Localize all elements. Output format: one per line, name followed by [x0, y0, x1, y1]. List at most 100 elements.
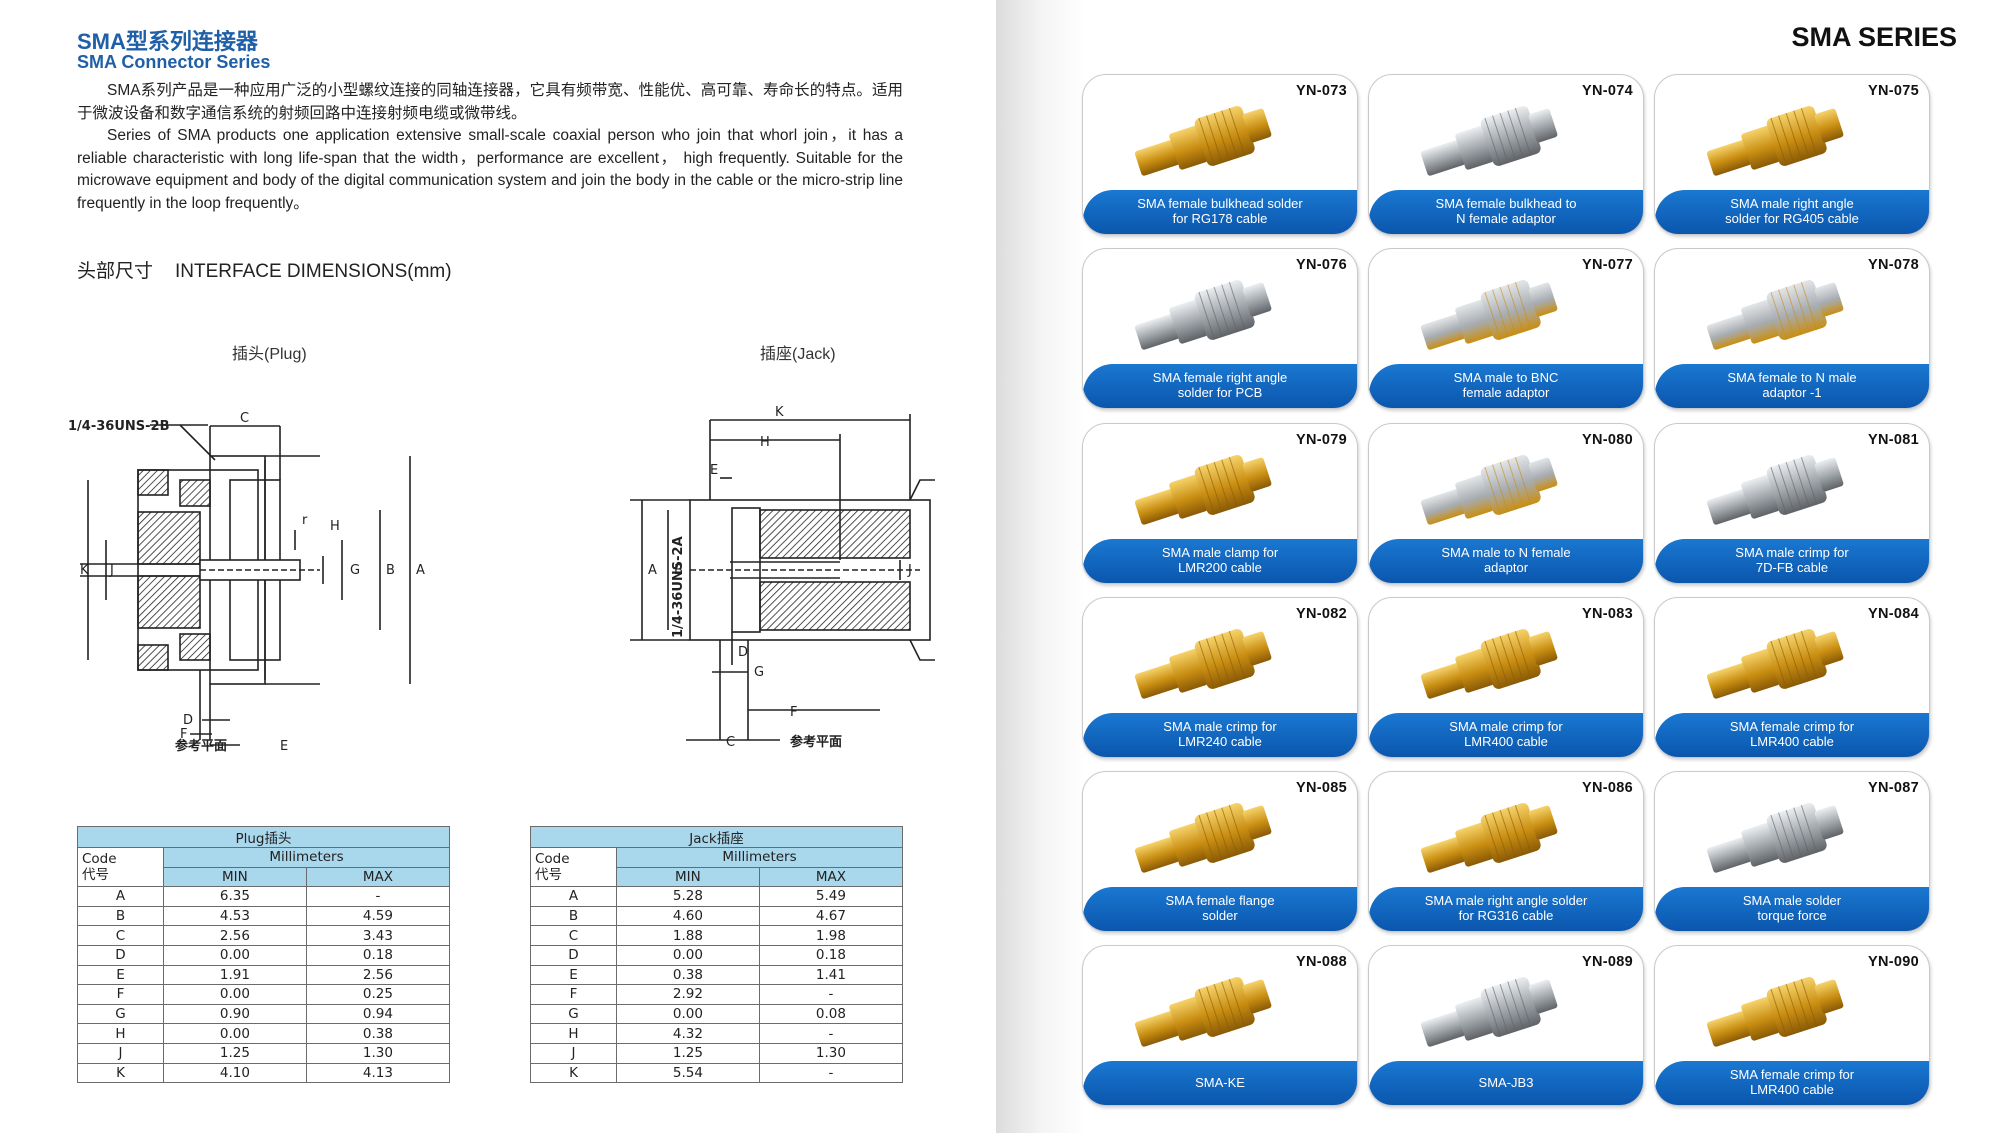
plug-dim-j: J [109, 563, 114, 578]
bnc-adaptor-icon [1420, 280, 1558, 350]
crimp-connector-icon [1706, 977, 1844, 1047]
right-page: SMA SERIES YN-073 SMA female bulkhead so… [996, 0, 1994, 1133]
dimensions-heading-en: INTERFACE DIMENSIONS(mm) [175, 261, 452, 282]
jack-dim-e: E [710, 463, 718, 478]
product-code: YN-077 [1582, 257, 1633, 273]
min-value: 4.32 [616, 1023, 760, 1044]
product-description: SMA-KE [1195, 1075, 1245, 1090]
product-code: YN-079 [1296, 432, 1347, 448]
jack-reference-plane: 参考平面 [790, 734, 842, 750]
product-code: YN-089 [1582, 954, 1633, 970]
max-value: 0.18 [758, 944, 904, 966]
product-code: YN-085 [1296, 780, 1347, 796]
dimension-code: J [530, 1042, 617, 1064]
jack-dim-g: G [754, 665, 764, 680]
product-description: SMA-JB3 [1478, 1075, 1534, 1090]
clamp-connector-icon [1134, 455, 1272, 525]
intro-cn: SMA系列产品是一种应用广泛的小型螺纹连接的同轴连接器，它具有频带宽、性能优、高… [77, 82, 903, 122]
bulkhead-adaptor-icon [1420, 106, 1558, 176]
max-value: 2.56 [305, 964, 451, 986]
jack-dim-k: K [775, 405, 784, 420]
product-card[interactable]: YN-089 SMA-JB3 [1368, 945, 1644, 1106]
product-code: YN-086 [1582, 780, 1633, 796]
min-value: 5.28 [616, 886, 760, 907]
min-value: 5.54 [616, 1062, 760, 1084]
dimension-code: K [530, 1062, 617, 1084]
product-code: YN-083 [1582, 606, 1633, 622]
max-value: 5.49 [758, 886, 904, 907]
plug-dim-d: D [183, 713, 193, 728]
series-title: SMA SERIES [1791, 22, 1957, 52]
dimension-code: D [530, 944, 617, 966]
plug-drawing: 1/4-36UNS-2B C K J G B A H r D F E 参考平面 [68, 411, 425, 754]
n-adaptor-icon [1706, 280, 1844, 350]
dimension-code: H [77, 1023, 164, 1044]
dimension-code: A [77, 886, 164, 907]
product-code: YN-088 [1296, 954, 1347, 970]
jack-caption: 插座(Jack) [760, 346, 836, 363]
product-card[interactable]: YN-088 SMA-KE [1082, 945, 1358, 1106]
jack-dim-j: J [907, 563, 912, 578]
dimension-code: E [530, 964, 617, 986]
min-value: 0.00 [616, 1003, 760, 1025]
plug-dim-f: F [180, 727, 187, 742]
min-value: 6.35 [163, 886, 307, 907]
plug-dim-e: E [280, 739, 288, 754]
plug-dim-b: B [386, 563, 395, 578]
max-value: 0.18 [305, 944, 451, 966]
product-code: YN-090 [1868, 954, 1919, 970]
plug-dim-r: r [302, 513, 308, 528]
unit-header: Millimeters [163, 847, 450, 868]
page-title-en: SMA Connector Series [77, 52, 271, 72]
product-code: YN-080 [1582, 432, 1633, 448]
pcb-right-angle-connector-icon [1134, 280, 1272, 350]
dimension-code: G [77, 1003, 164, 1025]
intro-en: Series of SMA products one application e… [77, 127, 903, 212]
plug-thread-label: 1/4-36UNS-2B [68, 419, 169, 434]
product-code: YN-078 [1868, 257, 1919, 273]
min-value: 1.91 [163, 964, 307, 986]
product-code: YN-082 [1296, 606, 1347, 622]
